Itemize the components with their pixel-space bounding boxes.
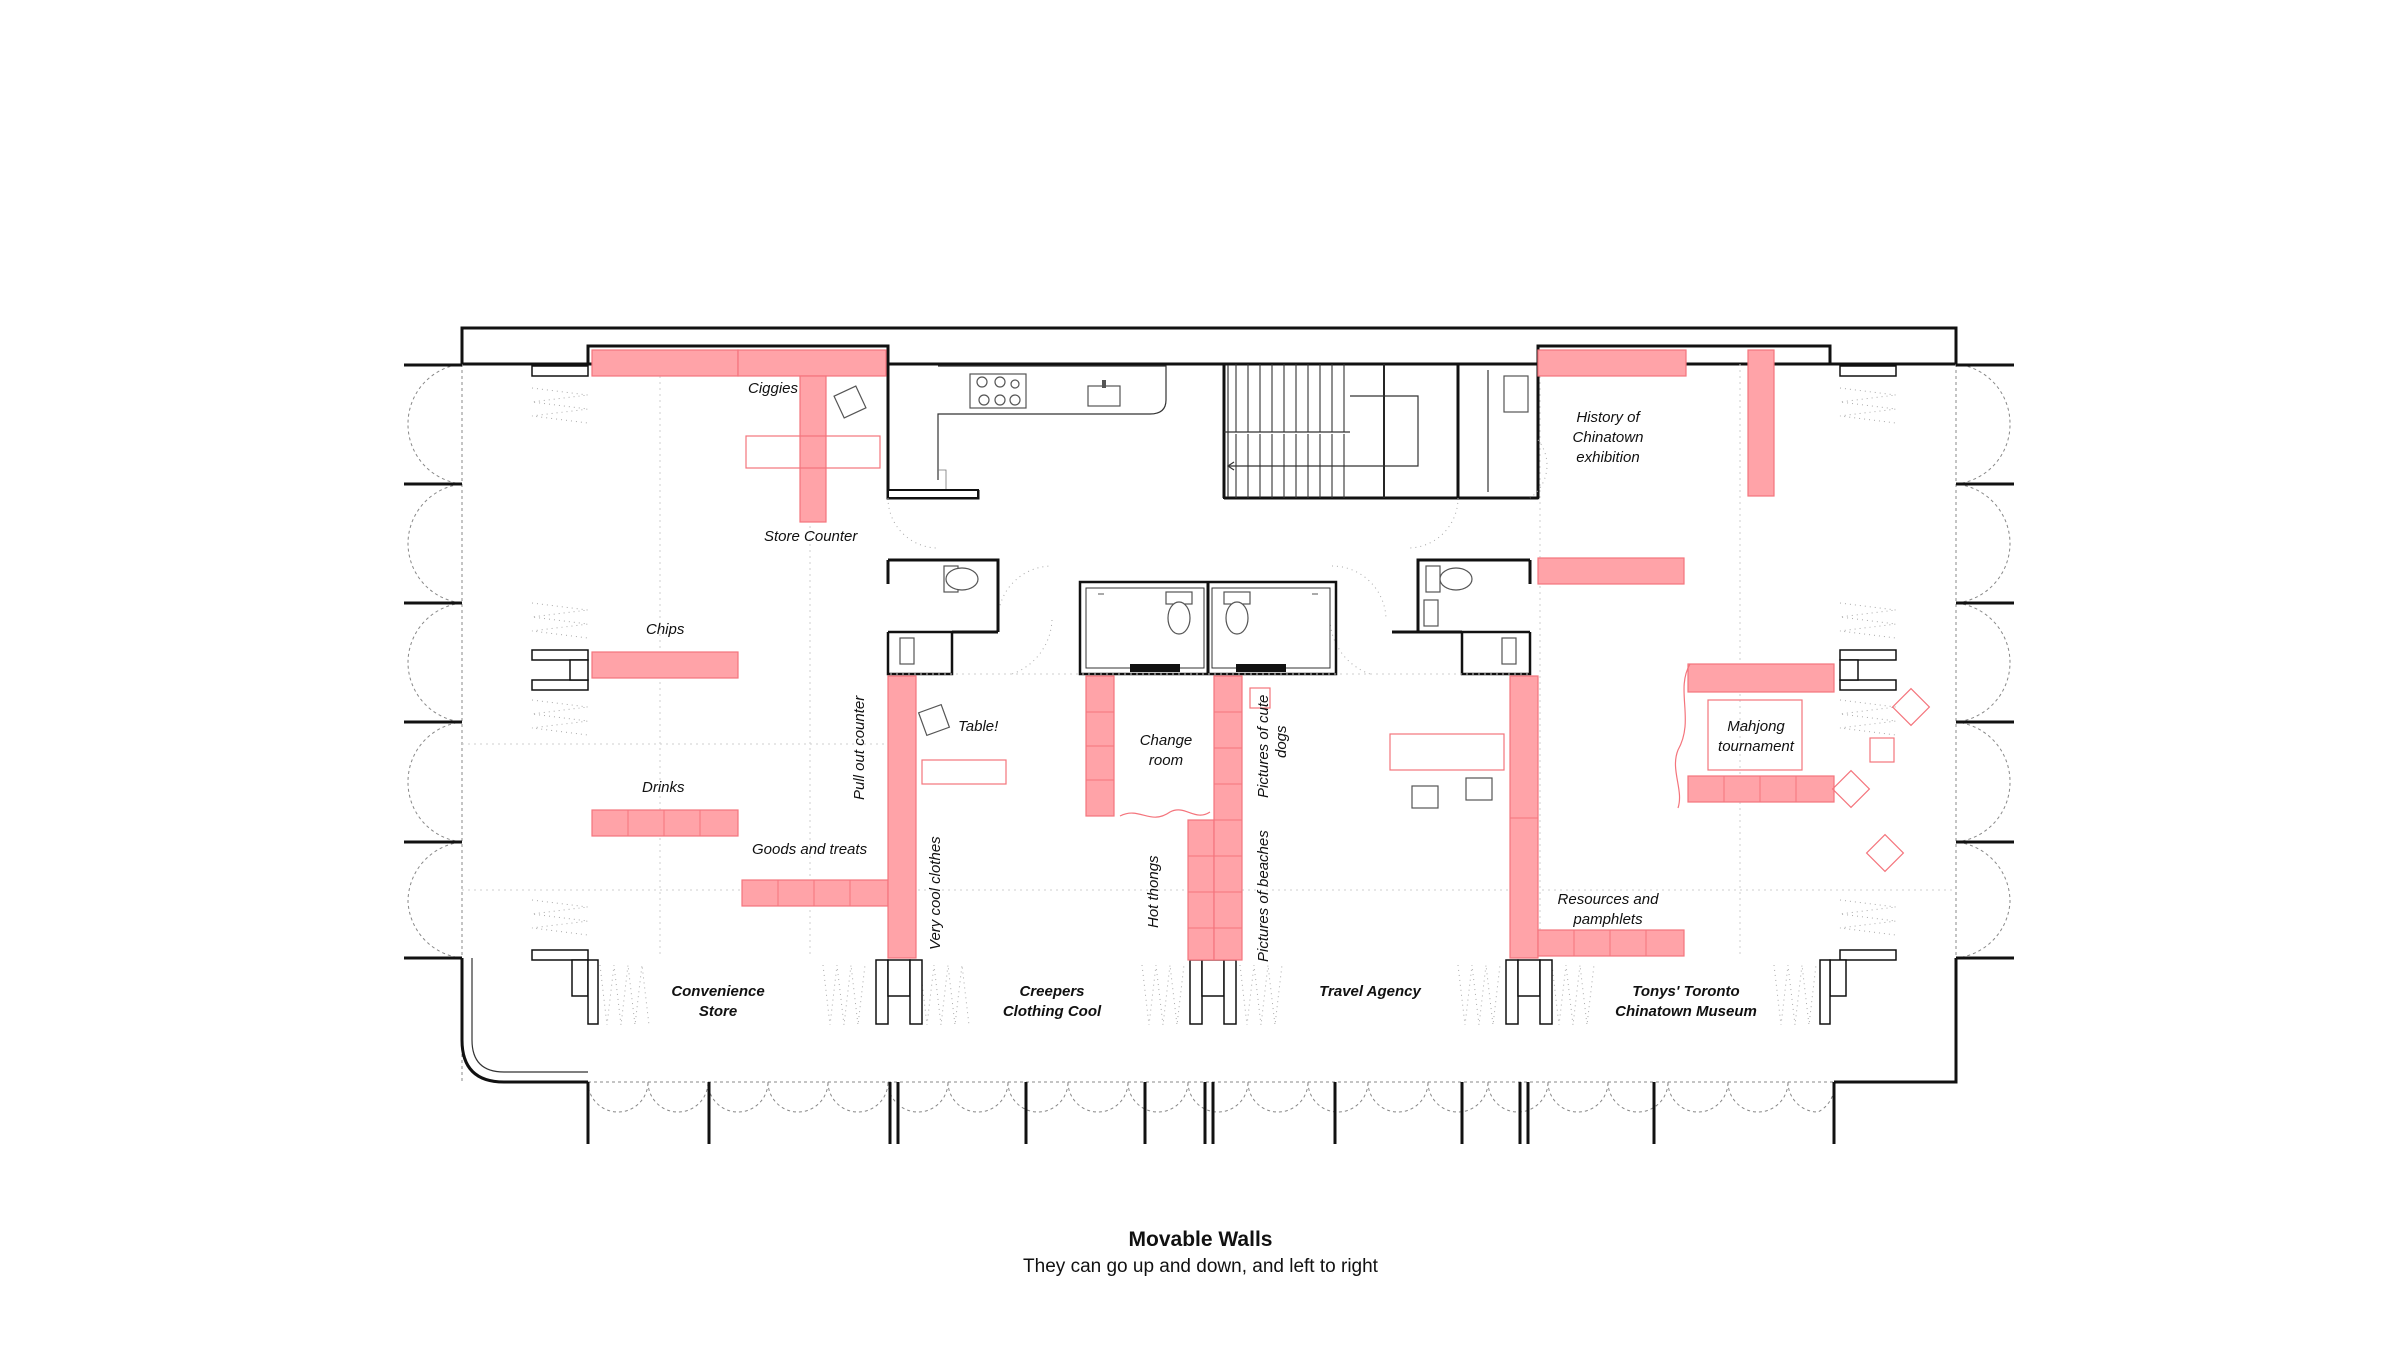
shop-creepers-2: Clothing Cool: [1003, 1003, 1102, 1020]
restroom-left: [886, 558, 1000, 676]
toilet-icon: [1425, 565, 1473, 593]
label-very-cool: Very cool clothes: [927, 836, 944, 950]
movable-walls: [591, 349, 1931, 961]
sink-icon: [1423, 599, 1439, 627]
stove-icon: [976, 376, 1021, 406]
folding-shutters: [531, 387, 1897, 1026]
toilet-icon: [1223, 591, 1251, 635]
label-mahjong-1: Mahjong: [1727, 718, 1785, 735]
shop-museum-1: Tonys' Toronto: [1632, 983, 1739, 1000]
sink-icon: [1503, 375, 1529, 413]
label-resources-1: Resources and: [1558, 891, 1660, 908]
right-service-room: [1456, 362, 1548, 500]
label-beaches: Pictures of beaches: [1255, 830, 1272, 962]
label-change-2: room: [1149, 752, 1183, 769]
bottom-door-swings: [586, 1081, 1836, 1144]
label-pull-out: Pull out counter: [851, 695, 868, 800]
label-store-counter: Store Counter: [764, 528, 858, 545]
label-resources-2: pamphlets: [1572, 911, 1643, 928]
shop-museum-2: Chinatown Museum: [1615, 1003, 1757, 1020]
label-ciggies: Ciggies: [748, 380, 799, 397]
sink-icon: [1087, 385, 1121, 407]
sink-icon: [899, 637, 915, 665]
left-door-swings: [404, 363, 463, 960]
chair-icon: [833, 385, 1493, 809]
label-table: Table!: [958, 718, 999, 735]
shop-travel: Travel Agency: [1319, 983, 1421, 1000]
room-labels: Ciggies Store Counter Chips Drinks Goods…: [642, 380, 1795, 962]
caption-title: Movable Walls: [1128, 1228, 1273, 1251]
restroom-center: [1078, 580, 1338, 676]
kitchen: [887, 365, 1167, 499]
label-drinks: Drinks: [642, 779, 685, 796]
right-door-swings: [1955, 363, 2014, 960]
label-goods: Goods and treats: [752, 841, 868, 858]
caption-subtitle: They can go up and down, and left to rig…: [1023, 1256, 1378, 1277]
toilet-icon: [943, 565, 979, 593]
label-mahjong-2: tournament: [1718, 738, 1795, 755]
toilet-icon: [1165, 591, 1193, 635]
shop-creepers-1: Creepers: [1019, 983, 1084, 1000]
label-cute-dogs-1: Pictures of cute: [1255, 695, 1272, 798]
label-history-2: Chinatown: [1573, 429, 1644, 446]
label-history-3: exhibition: [1576, 449, 1639, 466]
shop-names: Convenience Store Creepers Clothing Cool…: [671, 983, 1757, 1020]
restroom-right: [1392, 558, 1532, 676]
label-chips: Chips: [646, 621, 685, 638]
label-history-1: History of: [1576, 409, 1641, 426]
wall-tracks: [462, 364, 1956, 958]
label-hot-thongs: Hot thongs: [1145, 855, 1162, 928]
stair-icon: [1223, 363, 1419, 499]
shop-convenience-2: Store: [699, 1003, 737, 1020]
label-cute-dogs-2: dogs: [1273, 725, 1290, 758]
label-change-1: Change: [1140, 732, 1193, 749]
shop-convenience-1: Convenience: [671, 983, 764, 1000]
exterior-walls: [460, 326, 1958, 1084]
